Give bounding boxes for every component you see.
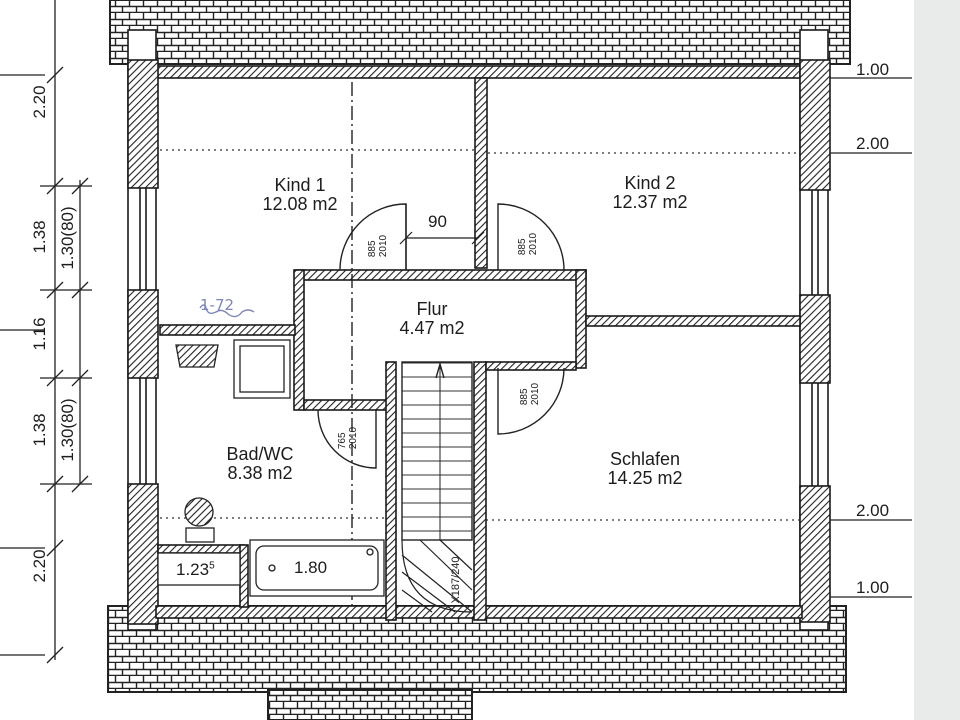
shower-dimension-sup: 5 [209, 560, 215, 572]
room-bad: Bad/WC 8.38 m2 [200, 445, 320, 483]
left-dim-1: 2.20 [30, 85, 49, 119]
handwritten-note: 1-72 [200, 296, 235, 314]
door-label-schlafen: 885 2010 [519, 382, 541, 406]
left-dimension-chain [0, 0, 92, 664]
room-bad-area: 8.38 m2 [227, 463, 293, 483]
left-dim-2: 1.38 [30, 220, 49, 254]
room-schlafen: Schlafen 14.25 m2 [585, 450, 705, 488]
room-schlafen-area: 14.25 m2 [607, 468, 683, 488]
roof-tiles-top [109, 0, 851, 65]
room-kind2-area: 12.37 m2 [612, 192, 688, 212]
left-dim-7: 2.20 [30, 549, 49, 583]
room-kind2: Kind 2 12.37 m2 [590, 174, 710, 212]
inner-walls [157, 77, 801, 621]
left-dim-3: 1.30(80) [58, 206, 77, 270]
door-label-kind1: 885 2010 [367, 234, 389, 258]
tub-dimension: 1.80 [294, 558, 328, 577]
shower-dimension-value: 1.23 [176, 560, 210, 579]
bathroom-fixtures [157, 339, 385, 597]
room-schlafen-name: Schlafen [609, 449, 681, 469]
door-gap-dimension: 90 [428, 212, 447, 231]
door-swings [317, 203, 565, 469]
staircase [401, 361, 473, 541]
outer-walls [127, 29, 831, 631]
right-dim-1: 1.00 [856, 60, 890, 79]
door-label-kind2: 885 2010 [517, 232, 539, 256]
room-flur: Flur 4.47 m2 [372, 300, 492, 338]
stair-arrow [435, 361, 445, 379]
right-dimension-lines [830, 77, 912, 598]
right-dim-2: 2.00 [856, 134, 890, 153]
shower-dimension: 1.235 [176, 560, 215, 580]
right-dim-3: 2.00 [856, 501, 890, 520]
stair-winder [401, 539, 473, 613]
room-bad-name: Bad/WC [226, 444, 294, 464]
right-dim-4: 1.00 [856, 578, 890, 597]
left-dim-6: 1.30(80) [58, 398, 77, 462]
door-label-bad: 765 2010 [337, 426, 359, 450]
room-flur-area: 4.47 m2 [399, 318, 465, 338]
room-flur-name: Flur [416, 299, 448, 319]
room-kind2-name: Kind 2 [624, 173, 676, 193]
room-kind1-area: 12.08 m2 [262, 194, 338, 214]
scan-margin [914, 0, 960, 720]
pen-mark [199, 304, 255, 318]
room-kind1: Kind 1 12.08 m2 [240, 176, 360, 214]
left-dim-5: 1.38 [30, 413, 49, 447]
left-dim-4: 1.16 [30, 317, 49, 351]
dimension-90 [399, 231, 485, 245]
room-kind1-name: Kind 1 [274, 175, 326, 195]
roof-tiles-lower [267, 689, 473, 720]
stair-dimension: X187/240 [450, 556, 462, 604]
